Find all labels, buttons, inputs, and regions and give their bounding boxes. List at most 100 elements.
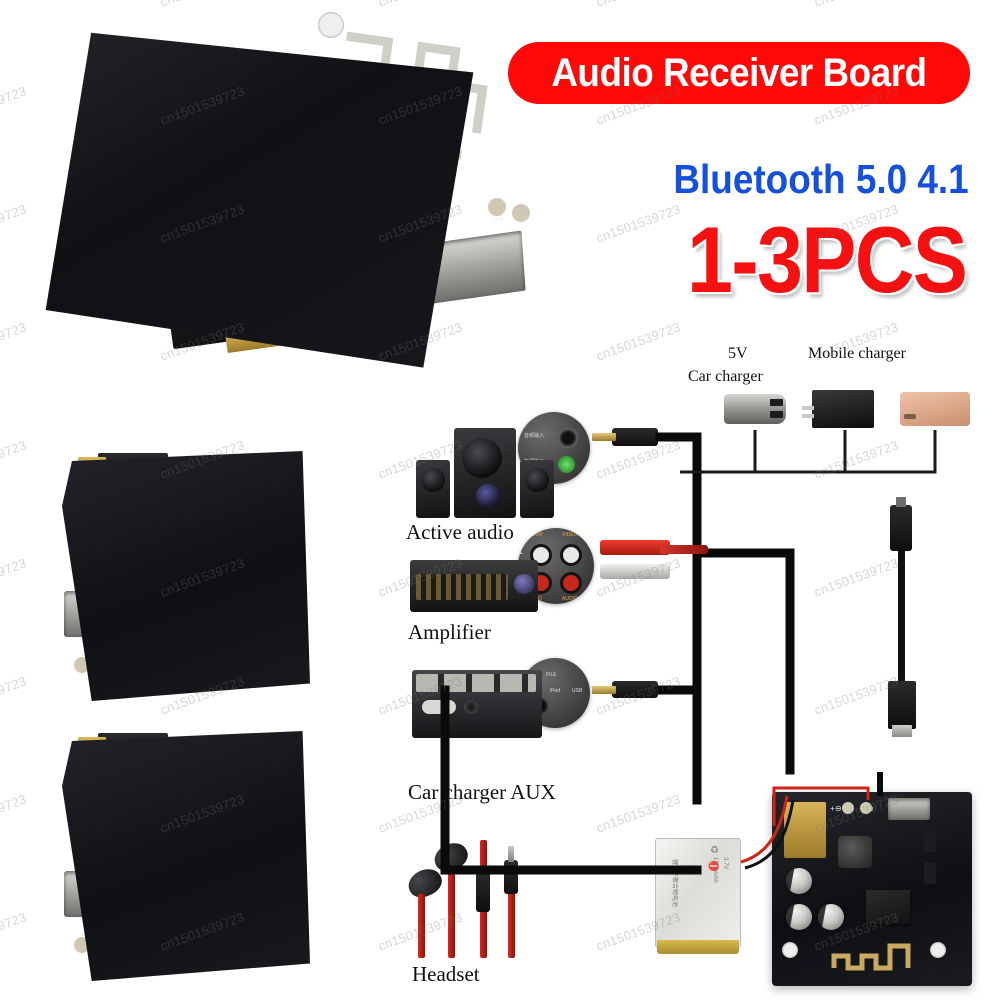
watermark-text: cn1501539723 (0, 909, 29, 954)
head-unit-display (422, 700, 456, 714)
battery-leads (740, 795, 795, 870)
power-led (558, 456, 575, 473)
micro-usb-connector (890, 505, 912, 551)
mounting-hole-hero-2 (318, 12, 344, 38)
rca-label-left: L (520, 550, 524, 556)
pcb-substrate-1 (62, 451, 310, 701)
car-charger-usb-2 (770, 411, 783, 418)
headset-cord-right (448, 870, 455, 958)
bluetooth-version-line: Bluetooth 5.0 4.1 (508, 156, 985, 202)
battery-nocross-icon: ⛔ (708, 861, 720, 871)
mobile-charger-device (802, 390, 874, 428)
wiring-board-bat-pos: +⊖ (830, 804, 842, 813)
rca-plug-white (600, 564, 670, 579)
head-unit-aux-socket (464, 700, 478, 714)
label-car-charger: Car charger (688, 368, 763, 385)
label-car-charger-aux: Car charger AUX (408, 780, 556, 804)
pcb-board-thumbnail-2: CS 10016V CS 10016V R G L C7 R3 C6 C9 R2… (52, 723, 324, 993)
headset-cord-left (418, 894, 425, 958)
watermark-text: cn1501539723 (0, 555, 29, 600)
label-mobile-charger: Mobile charger (808, 345, 906, 362)
aux-plug-tip-car (592, 686, 616, 694)
amplifier-controls (416, 574, 508, 600)
callout-cn-text-1: 音频输入 (524, 433, 545, 439)
battery-recycle-icon: ♻ (710, 845, 719, 856)
car-head-unit (412, 670, 542, 738)
product-title-text: Audio Receiver Board (551, 50, 927, 95)
charger-prong-1 (802, 406, 814, 410)
headset-cord-plug (508, 880, 515, 958)
active-audio-speakers (414, 420, 564, 525)
wiring-board-hole-1 (782, 942, 798, 958)
wiring-board-bat-pad-neg[interactable] (860, 802, 872, 814)
aux-callout-usb: USB (572, 688, 583, 694)
label-amplifier: Amplifier (408, 620, 491, 644)
watermark-text: cn1501539723 (812, 437, 901, 482)
wiring-board-hole-2 (930, 942, 946, 958)
hero-pcb-board: 10016VVT 10016VVT 24.000 BAT (18, 8, 532, 408)
satellite-driver-left (421, 468, 445, 492)
lipo-battery: 1500mAh 3.7V 锂离子聚合物电池 ♻ ⛔ (655, 838, 741, 948)
rca-jack-white-2 (560, 544, 582, 566)
pcb-board-thumbnail-1: CS 10016V CS 10016V R G L C7 R3 C6 C9 R2… (52, 443, 324, 713)
headset-inline-mic (476, 868, 490, 912)
aux-callout-ipod: iPod (550, 688, 561, 694)
watermark-text: cn1501539723 (812, 0, 900, 10)
rca-jack-red-2 (560, 572, 582, 594)
usb-a-connector (888, 681, 916, 729)
subwoofer-driver (462, 438, 502, 478)
wiring-board-cap-2 (786, 904, 812, 930)
volume-knob (476, 484, 500, 508)
car-charger-usb-1 (770, 399, 783, 406)
quantity-line: 1-3PCS (508, 206, 985, 314)
wiring-board-bat-pad-pos[interactable] (842, 802, 854, 814)
battery-note-text: 锂离子聚合物电池 (671, 859, 677, 908)
usb-a-metal-tip (892, 725, 912, 737)
battery-voltage-text: 3.7V (722, 857, 728, 870)
wiring-board-cap-1 (786, 868, 812, 894)
aux-plug-active-audio (612, 428, 658, 446)
rca-cable-red (660, 545, 708, 554)
wiring-board-loop-wires (772, 772, 883, 826)
amplifier-knob (514, 574, 534, 594)
aux-callout-file: FILE (546, 672, 557, 678)
aux-in-socket (558, 428, 578, 448)
watermark-text: cn1501539723 (594, 319, 683, 364)
charger-prong-2 (802, 414, 814, 418)
label-headset: Headset (412, 962, 480, 986)
battery-tab-foot (657, 940, 739, 954)
wiring-board-micro-usb[interactable] (888, 798, 930, 820)
pcb-substrate-2 (62, 731, 310, 981)
power-bank-device (900, 392, 970, 426)
wiring-diagram-receiver-board: +⊖ -⊖ (768, 782, 982, 994)
satellite-driver-right (525, 468, 549, 492)
watermark-text: cn1501539723 (594, 791, 683, 836)
bluetooth-version-text: Bluetooth 5.0 4.1 (673, 155, 969, 202)
wiring-board-inductor (838, 836, 872, 868)
wiring-board-cap-3 (818, 904, 844, 930)
wiring-board-antenna (831, 943, 911, 971)
rca-label-bottom-right: AUDIO (562, 596, 578, 602)
hero-pcb-substrate (45, 32, 474, 368)
bat-pad-hero-1[interactable] (486, 196, 508, 218)
wiring-board-side-pad-1 (924, 830, 936, 852)
rca-label-top-left: COMP (528, 532, 543, 538)
aux-plug-car (612, 681, 658, 698)
rca-label-top-right: VIDEO (562, 532, 578, 538)
usb-cable-wire (898, 551, 905, 683)
headset-plug-tip (508, 846, 514, 862)
head-unit-buttons (416, 674, 536, 692)
power-bank-port (904, 414, 916, 419)
watermark-text: cn1501539723 (0, 673, 29, 718)
headset (404, 838, 564, 960)
watermark-text: cn1501539723 (0, 437, 29, 482)
micro-usb-tip (896, 497, 906, 507)
wiring-board-side-pad-2 (924, 862, 936, 884)
label-active-audio: Active audio (406, 520, 514, 544)
car-charger-device (724, 394, 786, 424)
amplifier-unit (410, 560, 538, 612)
label-car-charger-5v: 5V (728, 345, 748, 362)
rca-plug-red (600, 540, 670, 555)
product-title-banner: Audio Receiver Board (508, 42, 970, 104)
